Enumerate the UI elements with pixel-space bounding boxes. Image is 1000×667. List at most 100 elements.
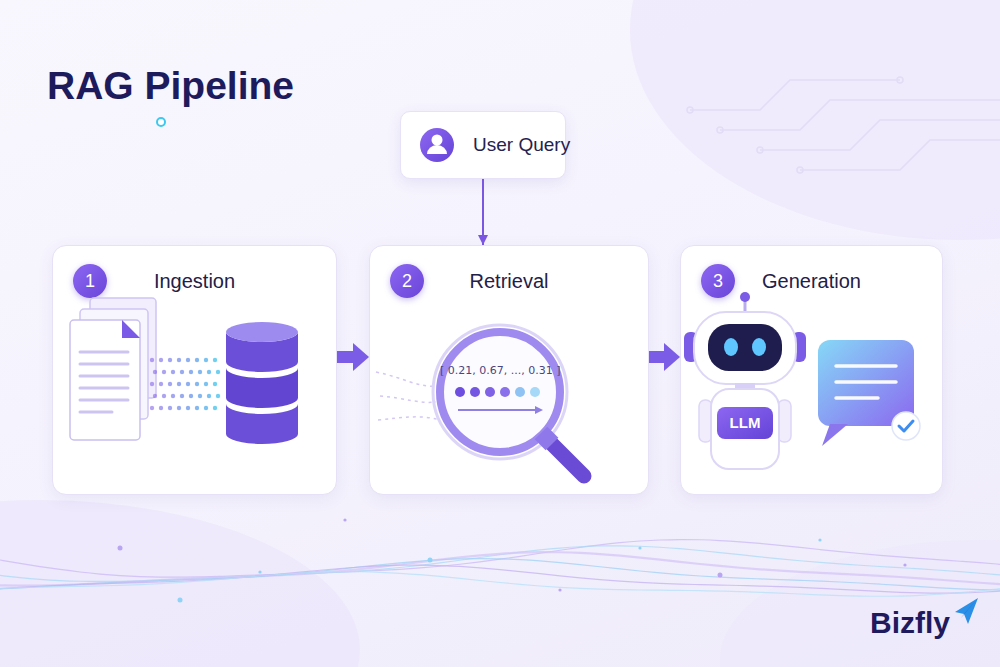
search-trails-part xyxy=(380,396,436,402)
embedding-dot xyxy=(216,394,220,398)
wave-decoration xyxy=(0,518,1000,602)
embedding-dot xyxy=(216,370,220,374)
stage-card: Generation3 xyxy=(680,245,943,495)
circuit-lines-part xyxy=(720,100,1000,130)
answer-bubble-part xyxy=(822,424,848,446)
user-avatar-part xyxy=(427,145,447,154)
database-segment xyxy=(226,332,298,372)
answer-bubble-part xyxy=(836,366,896,398)
vector-database xyxy=(226,322,298,444)
step-number-text: 1 xyxy=(73,264,107,298)
robot-illustration-part xyxy=(711,389,779,469)
query-arrow xyxy=(482,179,484,245)
embedding-dot xyxy=(159,406,163,410)
robot-illustration-part xyxy=(724,338,738,356)
embedding-dot xyxy=(180,394,184,398)
embedding-dots xyxy=(150,358,220,410)
circuit-lines-part xyxy=(797,167,803,173)
robot-illustration-part xyxy=(699,400,712,442)
document-stack-part-part xyxy=(80,363,128,366)
sparkle-dot xyxy=(428,558,433,563)
robot-illustration-part xyxy=(717,407,773,439)
step-number: 2 xyxy=(390,264,424,298)
embedding-dot xyxy=(189,394,193,398)
embedding-dot xyxy=(159,358,163,362)
embedding-dot xyxy=(177,406,181,410)
embedding-dot xyxy=(204,358,208,362)
robot-illustration-part xyxy=(740,292,750,302)
embedding-dot xyxy=(186,358,190,362)
sparkle-dot xyxy=(258,570,261,573)
title-underline-part xyxy=(157,118,165,126)
flow-arrow xyxy=(649,351,664,363)
robot-illustration-part xyxy=(752,338,766,356)
wave-line xyxy=(0,572,1000,597)
wave-line xyxy=(0,546,1000,582)
embedding-dot xyxy=(204,382,208,386)
stage-card: Ingestion1 xyxy=(52,245,337,495)
step-number-text: 3 xyxy=(701,264,735,298)
robot-illustration xyxy=(684,292,806,469)
embedding-dot xyxy=(207,370,211,374)
embedding-dot xyxy=(195,406,199,410)
answer-bubble-part-part xyxy=(836,364,896,368)
answer-bubble xyxy=(818,340,920,446)
embedding-dot xyxy=(195,358,199,362)
embedding-dot xyxy=(213,406,217,410)
embedding-dot xyxy=(168,382,172,386)
wave-line xyxy=(0,565,1000,593)
embedding-dot xyxy=(153,394,157,398)
answer-bubble-part xyxy=(818,340,914,426)
step-number: 3 xyxy=(701,264,735,298)
document-stack-part-part xyxy=(80,375,128,378)
magnifier-part xyxy=(515,387,525,397)
document-stack-part xyxy=(80,309,148,419)
embedding-dot xyxy=(195,382,199,386)
robot-illustration-part xyxy=(778,400,791,442)
robot-illustration-part xyxy=(744,300,747,314)
sparkle-dot xyxy=(903,563,906,566)
magnifier-part xyxy=(470,387,480,397)
circuit-lines-part xyxy=(690,80,900,110)
embedding-dot xyxy=(177,382,181,386)
user-avatar-part xyxy=(420,128,454,162)
embedding-dot xyxy=(198,370,202,374)
search-trails-part xyxy=(378,417,440,420)
search-trails xyxy=(376,372,440,420)
embedding-dot xyxy=(189,370,193,374)
robot-illustration-part xyxy=(708,324,782,371)
title-underline-part xyxy=(47,121,156,124)
sparkle-dot xyxy=(343,518,346,521)
sparkle-dot xyxy=(178,598,183,603)
answer-bubble-part xyxy=(892,412,920,440)
node-text: User Query xyxy=(473,112,570,178)
circuit-lines-part xyxy=(757,147,763,153)
embedding-dot xyxy=(150,382,154,386)
database-top xyxy=(226,322,298,342)
answer-bubble-part-part xyxy=(836,396,878,400)
embedding-dot xyxy=(150,358,154,362)
embedding-dot xyxy=(168,406,172,410)
embedding-dot xyxy=(213,358,217,362)
embedding-dot xyxy=(150,406,154,410)
diagram-title: RAG Pipeline xyxy=(47,64,294,108)
circuit-lines-part xyxy=(760,120,1000,150)
document-stack-part xyxy=(122,320,140,338)
logo-plane xyxy=(955,598,978,624)
circuit-lines xyxy=(687,77,1000,173)
document-stack-part xyxy=(70,320,140,440)
magnifier-part xyxy=(530,387,540,397)
title-underline xyxy=(47,118,165,126)
document-stack-part-part xyxy=(80,399,128,402)
magnifier-part xyxy=(455,387,465,397)
logo-plane-part xyxy=(961,598,978,618)
robot-illustration-part xyxy=(735,383,755,390)
embedding-dot xyxy=(162,394,166,398)
answer-bubble-part xyxy=(899,421,913,431)
document-stack-part-part xyxy=(80,351,128,354)
flow-arrow xyxy=(337,351,353,363)
embedding-dot xyxy=(204,406,208,410)
connector-group xyxy=(337,179,664,357)
